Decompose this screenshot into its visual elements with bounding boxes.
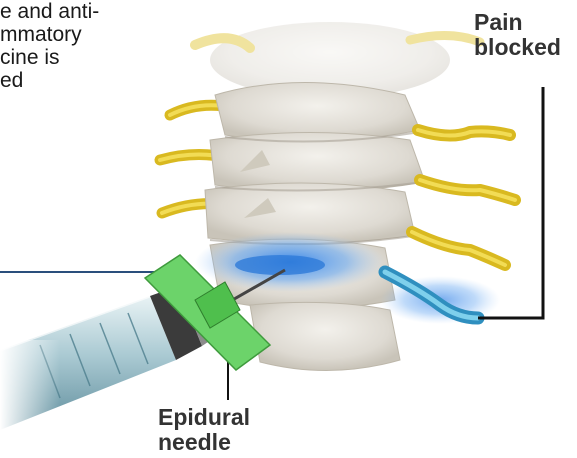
caption-line: cine is — [0, 46, 99, 69]
pain-blocked-line: blocked — [474, 35, 561, 60]
pain-blocked-label: Pain blocked — [474, 10, 561, 60]
pain-blocked-line: Pain — [474, 10, 561, 35]
blocked-nerve — [380, 272, 500, 324]
nerve-root-right — [412, 130, 515, 265]
epidural-needle-line: needle — [158, 430, 250, 455]
caption-line: e and anti- — [0, 0, 99, 23]
procedure-caption: e and anti- mmatory cine is ed — [0, 0, 99, 92]
caption-line: ed — [0, 69, 99, 92]
caption-line: mmatory — [0, 23, 99, 46]
epidural-needle-label: Epidural needle — [158, 405, 250, 455]
epidural-needle-line: Epidural — [158, 405, 250, 430]
